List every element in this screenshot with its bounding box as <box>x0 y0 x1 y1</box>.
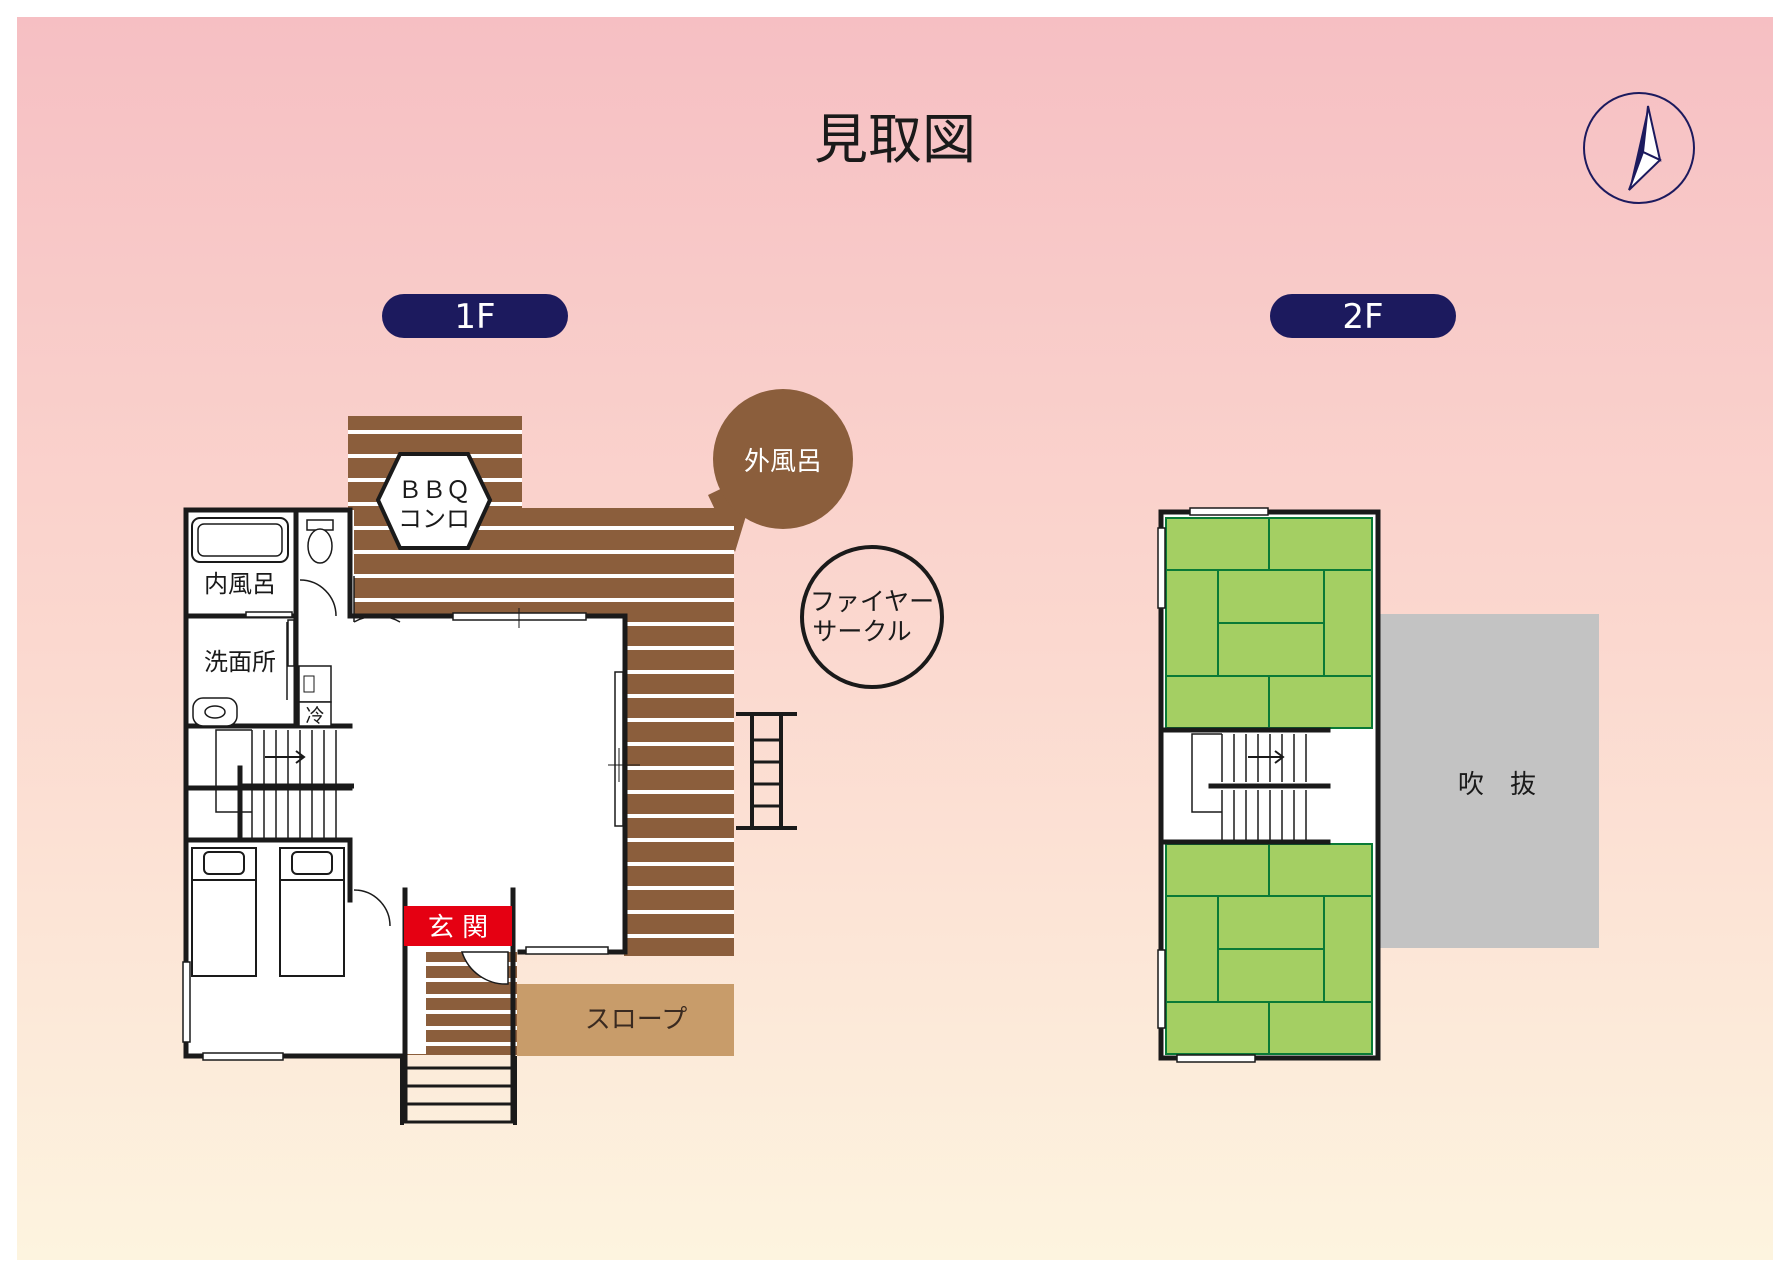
stair-landing <box>215 729 252 813</box>
door-swing-entrance <box>460 951 509 985</box>
washbasin-icon <box>192 697 238 727</box>
indoor-bath-label: 内風呂 <box>204 570 276 598</box>
floor-label-2f-text: 2F <box>1342 297 1383 337</box>
atrium <box>1377 614 1599 948</box>
deck-board-gap <box>348 550 734 554</box>
outdoor-bath-label: 外風呂 <box>744 447 822 477</box>
deck-board-gap <box>348 526 734 530</box>
atrium-label: 吹 抜 <box>1458 770 1536 800</box>
walls-2f <box>1158 509 1381 1061</box>
deck-board-gap <box>348 598 734 602</box>
entrance-label: 玄 関 <box>428 913 488 943</box>
floor-label-1f-text: 1F <box>454 297 495 337</box>
fire-circle[interactable] <box>800 545 944 689</box>
windows-2f <box>1157 507 1269 1063</box>
staircase-2f-arrow <box>1248 750 1285 764</box>
bed-left <box>191 847 257 977</box>
fire-circle-label-line2: サークル <box>812 617 911 646</box>
entry-board-gap <box>405 994 517 998</box>
floor-label-2f[interactable]: 2F <box>1270 294 1456 338</box>
washroom-label: 洗面所 <box>204 648 276 676</box>
bathtub <box>191 517 289 563</box>
door-swing-toilet <box>353 615 401 623</box>
tatami-room-south[interactable] <box>1165 843 1373 1055</box>
slope[interactable] <box>517 984 734 1056</box>
tatami-room-north[interactable] <box>1165 517 1373 729</box>
deck-stairs-east[interactable] <box>736 712 797 830</box>
entry-board-gap <box>405 1026 517 1030</box>
deck-stairs-east-treads <box>752 738 781 808</box>
bathtub-inner <box>197 523 283 557</box>
floor-label-1f[interactable]: 1F <box>382 294 568 338</box>
bbq-label-line1: ＢＢＱ <box>398 476 470 504</box>
fridge-label: 冷 <box>305 705 324 727</box>
fire-circle-label-line1: ファイヤー <box>810 587 934 616</box>
bbq-label-line2: コンロ <box>398 505 470 533</box>
stair-landing <box>1191 733 1222 813</box>
page-title: 見取図 <box>814 108 976 171</box>
bbq-grill[interactable] <box>375 452 493 550</box>
deck-board-gap <box>348 574 734 578</box>
entrance-stairs-treads <box>402 1066 515 1124</box>
window-crosses <box>518 608 640 782</box>
fridge <box>298 701 332 727</box>
entry-board-gap <box>405 1042 517 1046</box>
door-swing-bedroom <box>353 889 391 927</box>
bedroom-beds <box>191 847 345 977</box>
slope-label: スロープ <box>585 1005 687 1035</box>
outdoor-bath[interactable] <box>713 389 853 529</box>
door-swing-wc <box>299 579 337 617</box>
entry-board-gap <box>405 962 517 966</box>
staircase-2f[interactable] <box>1191 733 1307 840</box>
entrance[interactable] <box>404 906 512 946</box>
toilet-icon <box>306 519 334 564</box>
entry-boards <box>405 962 517 1046</box>
entry-board-gap <box>405 978 517 982</box>
staircase-1f-arrow <box>265 750 306 764</box>
entry-board-gap <box>405 1010 517 1014</box>
north-arrow-icon <box>1583 92 1695 204</box>
